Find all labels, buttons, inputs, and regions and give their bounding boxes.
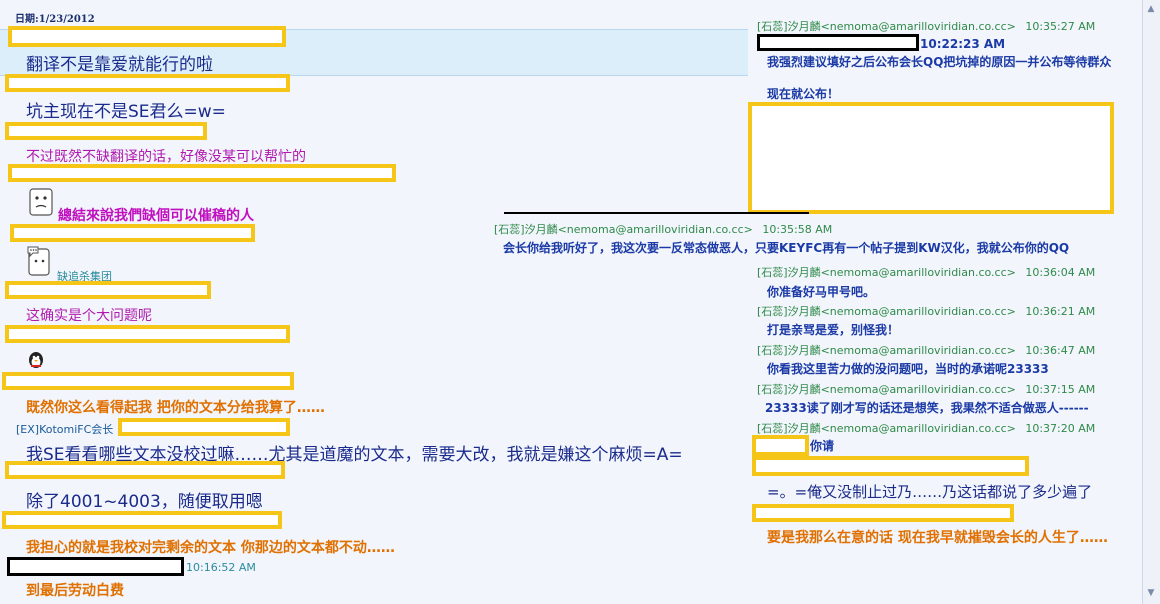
message-header: [石蕊]汐月麟<nemoma@amarilloviridian.co.cc> 1… [757, 18, 1095, 34]
message-time: 10:35:27 AM [1025, 20, 1096, 33]
scroll-down-arrow-icon[interactable]: ▼ [1147, 588, 1155, 598]
chat-message: 缺追杀集团 [57, 270, 112, 283]
chat-message: 我强烈建议填好之后公布会长QQ把坑掉的原因一并公布等待群众 [767, 55, 1112, 69]
redaction-box [5, 281, 211, 299]
scroll-up-arrow-icon[interactable]: ▲ [1147, 4, 1155, 14]
redaction-box [2, 372, 294, 390]
chat-message: 總結來說我們缺個可以催稿的人 [58, 208, 254, 224]
chat-message: 坑主现在不是SE君么=w= [26, 102, 226, 122]
redaction-box [8, 164, 396, 182]
redaction-box [2, 511, 282, 529]
redaction-box [5, 325, 290, 343]
redaction-box [752, 504, 1014, 522]
redaction-box [5, 74, 290, 92]
chat-message: 不过既然不缺翻译的话，好像没某可以帮忙的 [26, 149, 306, 165]
message-header: [石蕊]汐月麟<nemoma@amarilloviridian.co.cc> 1… [757, 381, 1095, 397]
redaction-box [5, 461, 285, 479]
penguin-emoticon-icon [27, 351, 45, 373]
chat-message: 现在就公布！ [767, 87, 840, 101]
sticker-face-icon [28, 187, 56, 221]
message-time: 10:37:15 AM [1025, 383, 1096, 396]
scrollbar[interactable] [1142, 0, 1160, 604]
redaction-box-black [757, 34, 919, 51]
redaction-box [10, 224, 255, 242]
redaction-box [8, 26, 286, 47]
message-header: [石蕊]汐月麟<nemoma@amarilloviridian.co.cc> 1… [494, 221, 832, 237]
divider-line [504, 212, 809, 214]
message-time: 10:36:04 AM [1025, 266, 1096, 279]
chat-message: 打是亲骂是爱，别怪我！ [767, 323, 900, 337]
chat-message: 23333读了刚才写的话还是想笑，我果然不适合做恶人------ [765, 401, 1089, 415]
message-header: [石蕊]汐月麟<nemoma@amarilloviridian.co.cc> 1… [757, 264, 1095, 280]
chat-message: 要是我那么在意的话 现在我早就摧毁会长的人生了…… [767, 530, 1108, 546]
message-header: [石蕊]汐月麟<nemoma@amarilloviridian.co.cc> 1… [757, 303, 1095, 319]
chat-message: 会长你给我听好了，我这次要一反常态做恶人，只要KEYFC再有一个帖子提到KW汉化… [503, 241, 1070, 255]
sender-email: [石蕊]汐月麟<nemoma@amarilloviridian.co.cc> [757, 383, 1016, 396]
sender-email: [石蕊]汐月麟<nemoma@amarilloviridian.co.cc> [494, 223, 753, 236]
message-header: [石蕊]汐月麟<nemoma@amarilloviridian.co.cc> 1… [757, 420, 1095, 436]
chat-message: 你请 [810, 439, 835, 453]
chat-message: 我担心的就是我校对完剩余的文本 你那边的文本都不动…… [26, 540, 395, 556]
message-header: [石蕊]汐月麟<nemoma@amarilloviridian.co.cc> 1… [757, 342, 1095, 358]
chat-message: 你准备好马甲号吧。 [767, 285, 876, 299]
redaction-box [752, 456, 1029, 476]
chat-message: 这确实是个大问题呢 [26, 308, 152, 324]
message-timestamp: 10:16:52 AM [186, 561, 256, 574]
redaction-box-black [7, 557, 184, 576]
chat-message: 既然你这么看得起我 把你的文本分给我算了…… [26, 400, 325, 416]
message-time: 10:36:47 AM [1025, 344, 1096, 357]
sender-email: [石蕊]汐月麟<nemoma@amarilloviridian.co.cc> [757, 344, 1016, 357]
chat-message: 翻译不是靠爱就能行的啦 [26, 55, 213, 75]
sticker-chat-icon [25, 243, 53, 281]
chat-message: 除了4001~4003，随便取用嗯 [26, 492, 263, 512]
chat-message: 你看我这里苦力做的没问题吧，当时的承诺呢23333 [767, 362, 1049, 376]
message-time: 10:36:21 AM [1025, 305, 1096, 318]
chat-message: 到最后劳动白费 [26, 583, 124, 599]
message-time: 10:37:20 AM [1025, 422, 1096, 435]
redaction-box [118, 418, 290, 436]
date-header: 日期:1/23/2012 [15, 14, 95, 25]
redaction-box [748, 102, 1114, 214]
chat-message: =。=俺又没制止过乃……乃这话都说了多少遍了 [767, 483, 1093, 501]
message-time: 10:35:58 AM [762, 223, 833, 236]
sender-email: [石蕊]汐月麟<nemoma@amarilloviridian.co.cc> [757, 422, 1016, 435]
message-time: 10:22:23 AM [920, 37, 1006, 51]
sender-name: [EX]KotomiFC会长 [16, 423, 114, 436]
chat-message: 我SE看看哪些文本没校过嘛……尤其是道魔的文本，需要大改，我就是嫌这个麻烦=A= [26, 445, 683, 465]
sender-email: [石蕊]汐月麟<nemoma@amarilloviridian.co.cc> [757, 305, 1016, 318]
sender-email: [石蕊]汐月麟<nemoma@amarilloviridian.co.cc> [757, 20, 1016, 33]
redaction-box [5, 122, 207, 140]
redaction-box [752, 435, 809, 456]
sender-email: [石蕊]汐月麟<nemoma@amarilloviridian.co.cc> [757, 266, 1016, 279]
